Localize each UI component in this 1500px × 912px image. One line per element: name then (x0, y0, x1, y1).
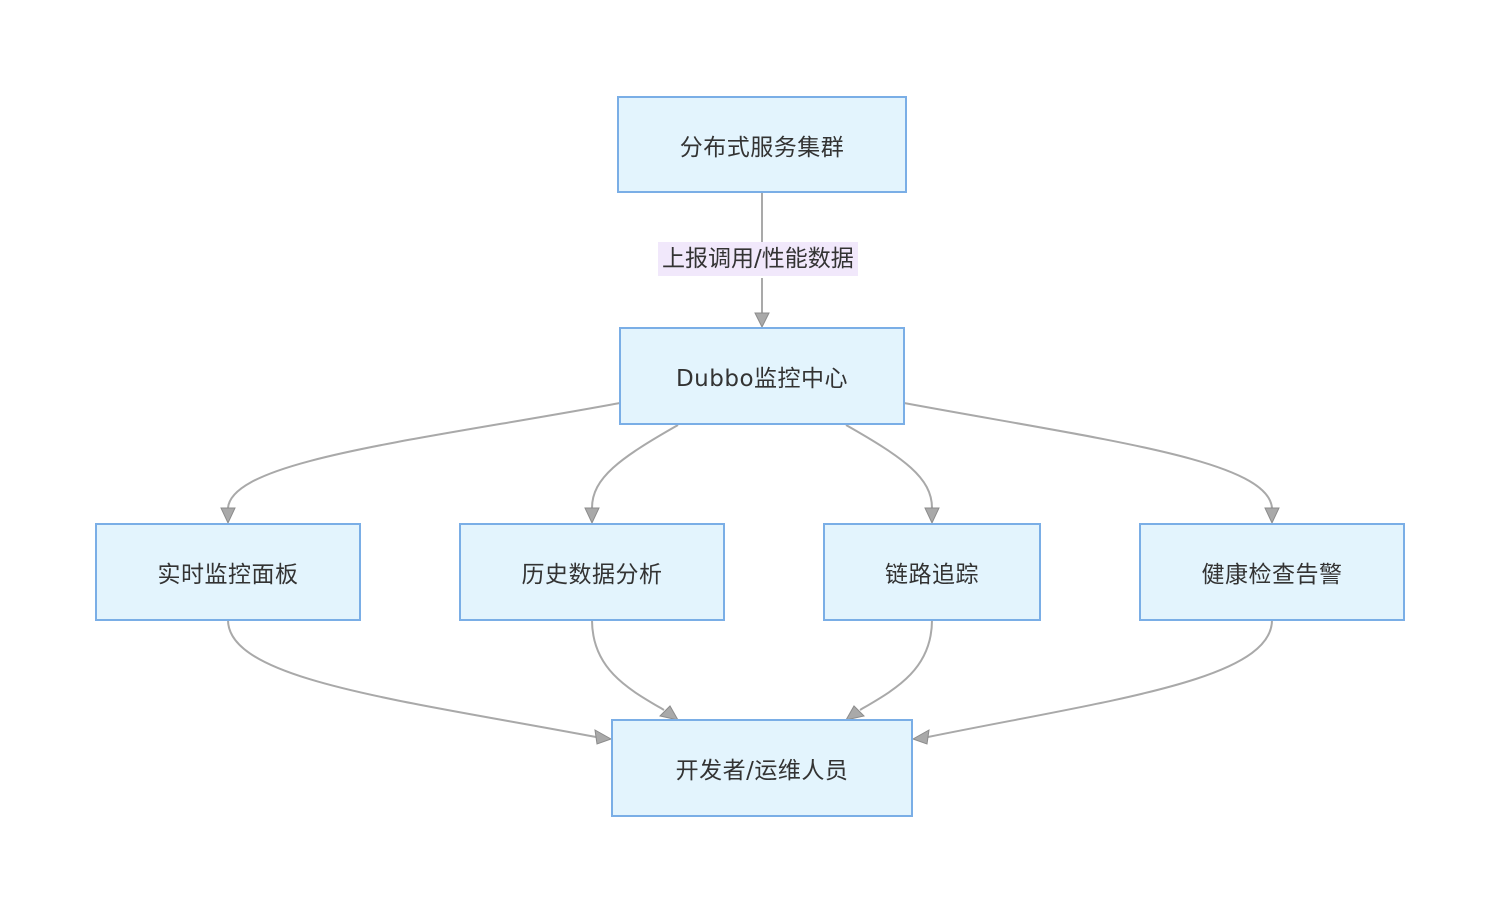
arrowhead-users-from-realtime (594, 729, 613, 745)
node-service-cluster-label: 分布式服务集群 (679, 134, 845, 161)
arrowhead-health (1264, 507, 1280, 525)
node-dubbo-monitor-label: Dubbo监控中心 (675, 366, 849, 392)
arrowhead-history (584, 507, 600, 525)
arrowhead-monitor (754, 312, 770, 329)
edge-monitor-to-realtime (227, 402, 621, 509)
node-health-alert-label: 健康检查告警 (1201, 562, 1343, 588)
edge-monitor-to-health (903, 402, 1273, 509)
arrowhead-trace (924, 507, 940, 525)
node-dev-ops-label: 开发者/运维人员 (675, 758, 849, 784)
edge-trace-to-users (859, 619, 933, 711)
arrowhead-realtime (220, 507, 236, 525)
edge-label-report: 上报调用/性能数据 (658, 242, 858, 276)
edge-history-to-users (591, 619, 665, 711)
node-history-analysis: 历史数据分析 (459, 523, 725, 621)
node-service-cluster: 分布式服务集群 (617, 96, 907, 193)
node-trace: 链路追踪 (823, 523, 1041, 621)
edge-monitor-to-history (591, 424, 679, 509)
node-history-analysis-label: 历史数据分析 (521, 562, 663, 588)
node-realtime-dashboard-label: 实时监控面板 (157, 562, 299, 588)
arrowhead-users-from-trace (845, 705, 865, 721)
edge-label-report-text: 上报调用/性能数据 (662, 246, 854, 272)
edge-realtime-to-users (227, 619, 597, 738)
arrowhead-users-from-health (911, 729, 930, 745)
arrowhead-users-from-history (659, 705, 679, 721)
edge-monitor-to-trace (845, 424, 933, 509)
node-realtime-dashboard: 实时监控面板 (95, 523, 361, 621)
node-dev-ops: 开发者/运维人员 (611, 719, 913, 817)
node-trace-label: 链路追踪 (885, 562, 979, 588)
edge-health-to-users (927, 619, 1273, 738)
node-dubbo-monitor: Dubbo监控中心 (619, 327, 905, 425)
node-health-alert: 健康检查告警 (1139, 523, 1405, 621)
